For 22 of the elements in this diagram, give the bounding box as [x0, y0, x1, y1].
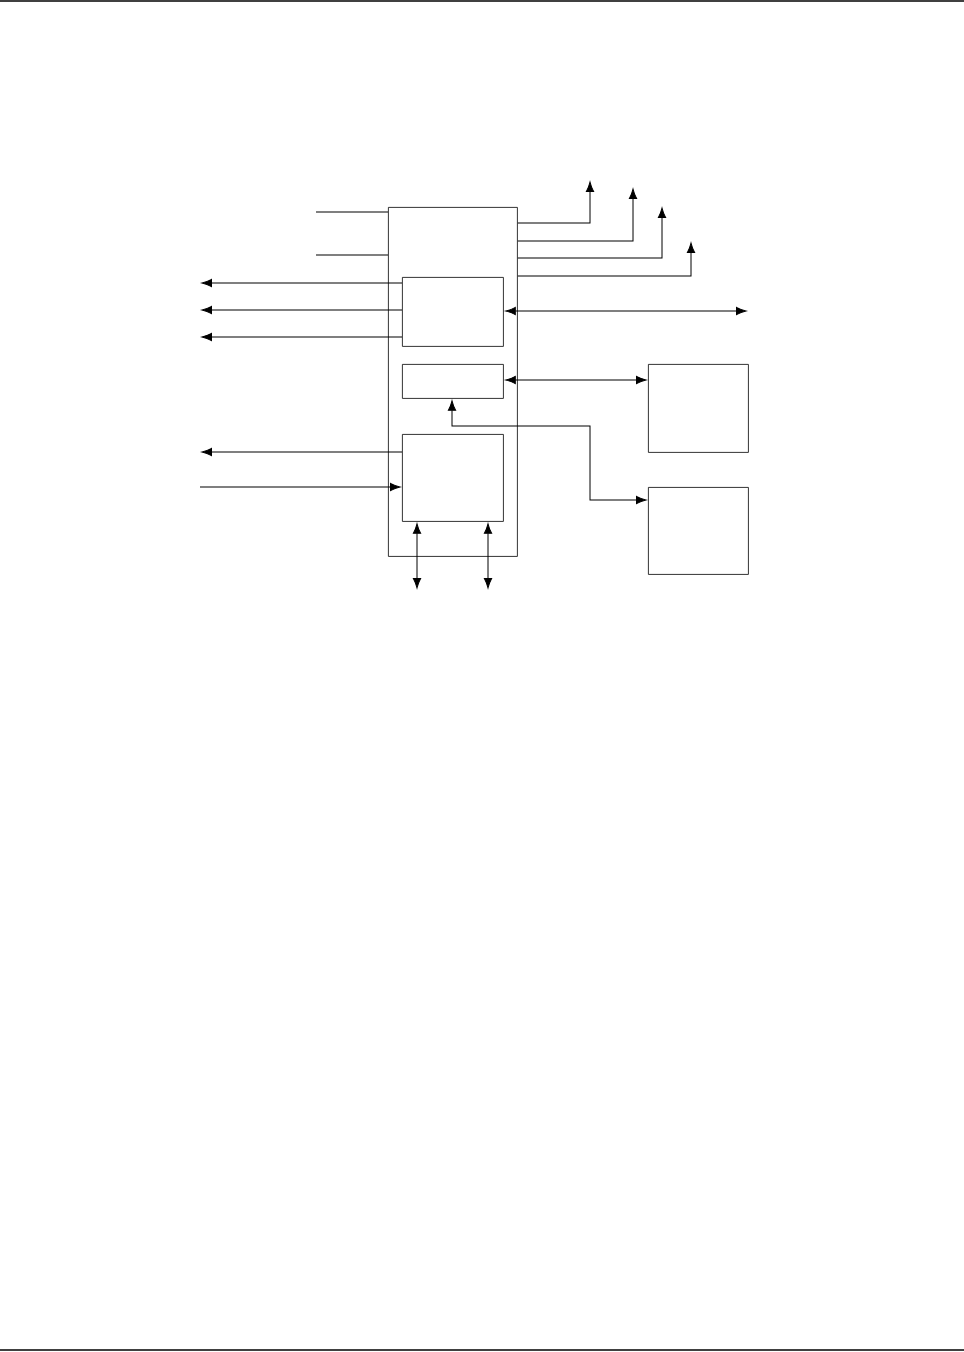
arrow — [412, 523, 422, 589]
arrow — [505, 306, 747, 316]
arrow — [517, 207, 667, 259]
arrow — [505, 375, 647, 385]
arrow — [517, 242, 696, 277]
block-box — [648, 487, 749, 575]
arrow — [199, 482, 401, 492]
inner-box — [402, 277, 504, 347]
arrow — [517, 188, 638, 242]
connector-line — [315, 254, 389, 256]
arrow — [201, 332, 403, 342]
arrow — [483, 523, 493, 589]
block-box — [648, 364, 749, 453]
arrow — [201, 278, 403, 288]
connector-line — [315, 211, 389, 213]
inner-box — [402, 364, 504, 399]
arrow — [201, 305, 403, 315]
arrow — [447, 400, 647, 505]
inner-box — [402, 434, 504, 522]
arrow — [201, 447, 403, 457]
block-box — [388, 207, 518, 557]
arrow — [517, 181, 595, 224]
